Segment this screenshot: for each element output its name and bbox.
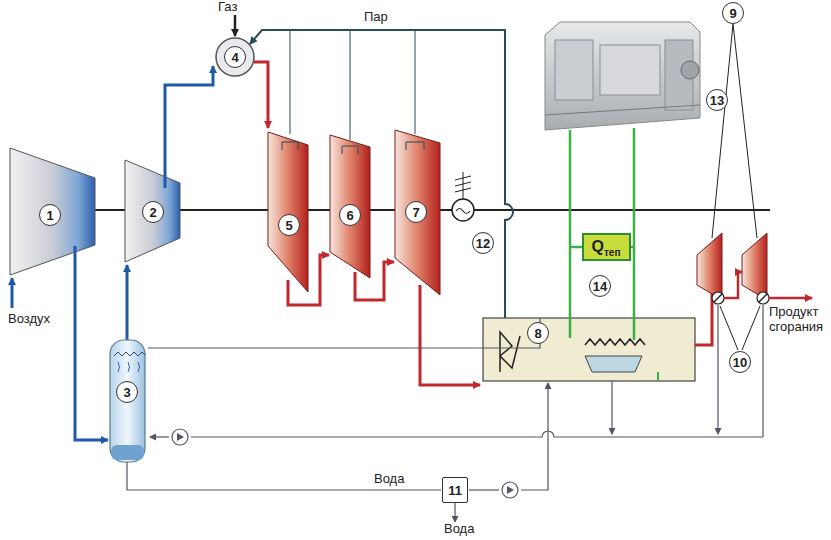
callout-text: 7 [412,205,419,220]
callout-text: 1 [46,208,53,223]
callout-number: 12 [472,232,494,254]
callout-number: 9 [722,2,744,24]
callout-number: 13 [706,89,728,111]
flow-label: Воздух [6,312,52,327]
heat-load-box: Qтеп [582,233,631,261]
flow-label: Газ [216,0,239,15]
flow-label: Вода [372,472,406,487]
callout-number: 14 [589,275,611,297]
quantity-subscript: теп [604,247,621,258]
callout-text: 10 [733,355,747,370]
callout-text: 12 [476,236,490,251]
quantity-symbol: Q [592,238,604,256]
callout-text: 8 [534,326,541,341]
flow-label: Пар [362,10,390,25]
flow-label: Вода [442,522,476,537]
callout-text: 13 [710,93,724,108]
callout-text: 6 [346,208,353,223]
callout-number: 7 [405,201,427,223]
callout-text: 5 [285,218,292,233]
callout-number: 8 [527,322,549,344]
callout-number: 3 [116,381,138,403]
callout-text: 14 [593,279,607,294]
callout-number: 11 [442,477,468,503]
callout-number: 10 [729,351,751,373]
absorption-chiller [545,22,700,130]
callout-number: 2 [142,201,164,223]
callout-text: 2 [149,205,156,220]
callout-number: 4 [224,46,246,68]
callout-text: 3 [123,385,130,400]
flow-label: Продукт сгорания [767,305,829,335]
callout-text: 4 [231,50,238,65]
callout-text: 11 [448,483,462,498]
callout-text: 9 [729,6,736,21]
callout-number: 6 [339,204,361,226]
callout-number: 5 [278,214,300,236]
callout-number: 1 [39,204,61,226]
